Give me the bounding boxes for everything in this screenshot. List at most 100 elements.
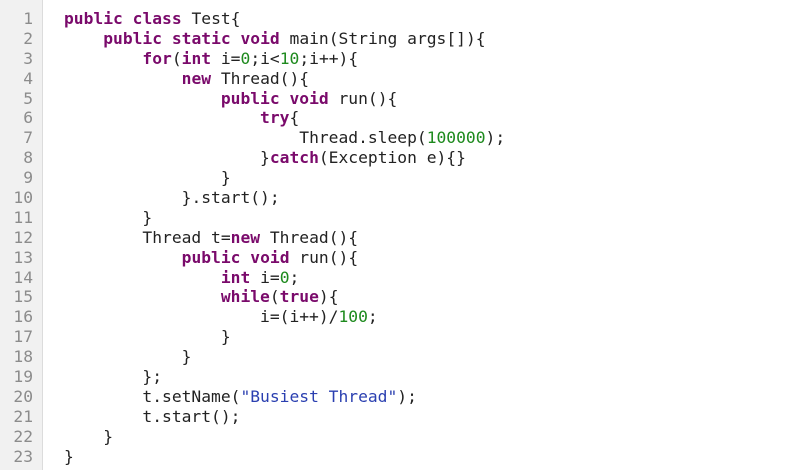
code-token: i= [250, 267, 280, 287]
code-text: Thread.sleep(100000); [64, 128, 505, 148]
code-token: run(){ [289, 247, 359, 267]
code-text: public class Test{ [64, 9, 240, 29]
code-token [280, 89, 290, 108]
keyword-token: void [250, 247, 290, 267]
code-token: } [142, 207, 153, 227]
code-text: public static void main(String args[]){ [64, 28, 486, 49]
code-token [123, 9, 133, 28]
code-line: 12 Thread t=new Thread(){ [0, 228, 800, 248]
code-token: } [103, 426, 114, 446]
indent [64, 287, 221, 306]
code-token: ; [367, 307, 378, 327]
indent [64, 228, 142, 247]
line-number: 5 [23, 88, 33, 108]
code-token: ); [485, 128, 506, 148]
keyword-token: catch [269, 148, 319, 168]
code-token: Thread.sleep( [299, 128, 427, 148]
line-number: 14 [13, 267, 33, 287]
code-text: } [64, 447, 74, 467]
code-text: } [64, 208, 152, 228]
keyword-token: new [230, 227, 261, 247]
keyword-token: void [240, 28, 280, 48]
indent [64, 208, 142, 227]
line-number: 16 [13, 307, 33, 327]
code-token: ); [397, 386, 417, 406]
code-line: 9 } [0, 168, 800, 188]
code-line: 7 Thread.sleep(100000); [0, 128, 800, 148]
line-number: 17 [13, 327, 33, 347]
keyword-token: int [220, 267, 251, 287]
line-number-gutter [0, 0, 43, 470]
code-line: 19 }; [0, 367, 800, 387]
code-token [162, 29, 172, 48]
indent [64, 29, 103, 48]
indent [64, 128, 299, 147]
keyword-token: public [103, 28, 163, 48]
line-number: 19 [13, 367, 33, 387]
number-token: 0 [240, 48, 251, 68]
line-number: 18 [13, 347, 33, 367]
string-token: "Busiest Thread" [240, 386, 398, 406]
code-text: int i=0; [64, 268, 299, 288]
code-line: 4 new Thread(){ [0, 69, 800, 89]
code-token: main(String args[]){ [279, 28, 486, 48]
code-text: public void run(){ [64, 89, 397, 109]
line-number: 13 [13, 247, 33, 267]
code-token: ( [171, 48, 182, 68]
indent [64, 168, 221, 187]
keyword-token: public [64, 9, 123, 28]
keyword-token: for [142, 48, 172, 68]
line-number: 20 [13, 386, 33, 406]
code-line: 11 } [0, 208, 800, 228]
line-number: 15 [13, 287, 33, 307]
code-text: for(int i=0;i<10;i++){ [64, 49, 358, 69]
code-line: 1 public class Test{ [0, 9, 800, 29]
indent [64, 407, 142, 426]
keyword-token: true [279, 287, 319, 307]
code-token: t.setName( [142, 386, 241, 406]
code-token: t.start(); [142, 406, 241, 426]
code-line: 22 } [0, 427, 800, 447]
line-number: 1 [23, 9, 33, 28]
code-token: } [220, 168, 231, 188]
code-text: }.start(); [64, 188, 280, 208]
keyword-token: public [181, 247, 241, 267]
indent [64, 427, 103, 446]
code-token: ){ [318, 287, 339, 307]
indent [64, 108, 260, 127]
code-token: } [181, 347, 192, 367]
line-number: 22 [13, 426, 33, 446]
line-number: 9 [23, 168, 33, 188]
indent [64, 347, 182, 366]
keyword-token: while [220, 287, 270, 307]
code-text: t.start(); [64, 407, 240, 427]
code-text: new Thread(){ [64, 69, 309, 89]
code-line: 2 public static void main(String args[])… [0, 29, 800, 49]
code-line: 6 try{ [0, 108, 800, 128]
code-token: Thread(){ [211, 68, 310, 88]
code-line: 8 }catch(Exception e){} [0, 148, 800, 168]
code-token: Test{ [181, 9, 241, 28]
code-text: } [64, 327, 231, 347]
line-number: 12 [13, 227, 33, 247]
code-token: run(){ [328, 88, 398, 108]
keyword-token: int [181, 48, 212, 68]
indent [64, 268, 221, 287]
code-token: i= [211, 48, 241, 68]
line-number: 21 [13, 406, 33, 426]
code-text: }catch(Exception e){} [64, 148, 466, 168]
code-line: 13 public void run(){ [0, 248, 800, 268]
code-token: } [260, 148, 270, 168]
indent [64, 387, 142, 406]
indent [64, 307, 260, 326]
code-text: }; [64, 367, 162, 387]
code-token: Thread t= [142, 227, 231, 247]
code-token: { [289, 108, 300, 128]
code-text: while(true){ [64, 287, 339, 307]
line-number: 6 [23, 108, 33, 128]
code-text: } [64, 347, 192, 367]
code-line: 5 public void run(){ [0, 89, 800, 109]
code-token: }; [142, 367, 163, 387]
code-line: 15 while(true){ [0, 287, 800, 307]
